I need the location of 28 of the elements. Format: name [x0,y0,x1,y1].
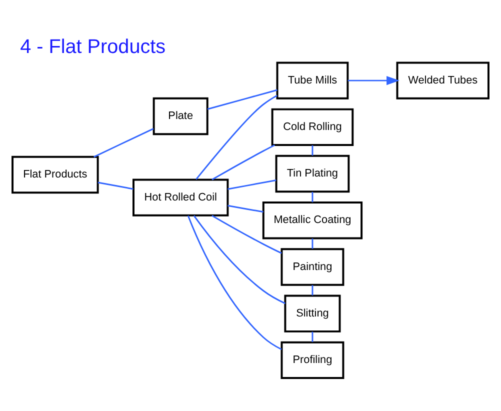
connector [98,182,134,190]
node-box: Flat Products [12,156,99,194]
connector [187,215,282,350]
node-box: Tube Mills [276,62,349,100]
node-box: Slitting [284,294,341,332]
arrow [348,76,400,86]
node-box: Plate [152,97,208,136]
diagram-title: 4 - Flat Products [20,36,166,58]
connector [312,332,314,342]
connector [207,89,278,110]
connector [312,285,314,296]
node-box: Cold Rolling [271,108,354,146]
connector [228,204,264,213]
connector [212,144,275,180]
node-box: Profiling [280,341,344,380]
node-box: Welded Tubes [396,62,490,100]
node-box: Hot Rolled Coil [132,178,229,216]
node-box: Painting [280,248,344,286]
connector [193,215,286,304]
connector [312,238,314,249]
connector [312,145,314,156]
connector [312,192,314,202]
connector [228,180,276,190]
node-box: Tin Plating [275,154,350,193]
node-box: Metallic Coating [262,202,363,240]
connector [94,128,154,158]
connector [196,94,278,180]
connector [212,214,282,254]
